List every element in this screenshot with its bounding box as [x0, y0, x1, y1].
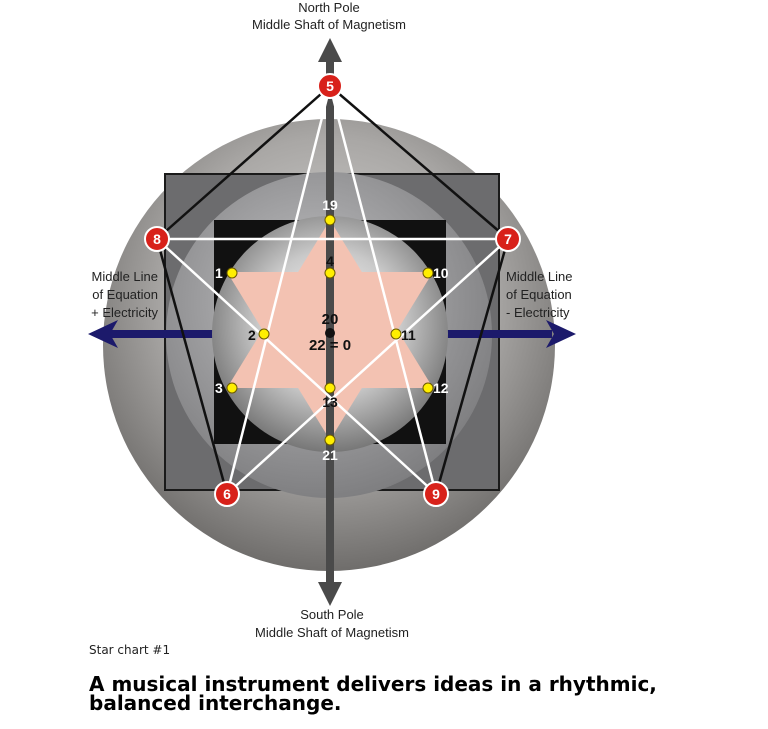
star-chart-diagram: 20 22 = 0 19 4 1 10 2 11 3 12 13 21 5 7 … — [88, 0, 576, 640]
yellow-node-1 — [226, 267, 238, 279]
north-shaft-label: Middle Shaft of Magnetism — [252, 17, 406, 32]
left-equation-label-3: + Electricity — [91, 305, 158, 320]
red-node-8: 8 — [144, 226, 170, 252]
label-1: 1 — [215, 265, 223, 281]
red-node-6: 6 — [214, 481, 240, 507]
yellow-node-19 — [324, 214, 336, 226]
label-19: 19 — [322, 197, 338, 213]
right-arrow — [444, 320, 576, 348]
yellow-node-12 — [422, 382, 434, 394]
svg-text:8: 8 — [153, 231, 161, 247]
right-equation-label-3: - Electricity — [506, 305, 570, 320]
center-label-20: 20 — [322, 311, 339, 328]
left-arrow — [88, 320, 218, 348]
label-4: 4 — [326, 253, 334, 269]
label-13: 13 — [322, 394, 338, 410]
label-3: 3 — [215, 380, 223, 396]
left-equation-label-1: Middle Line — [92, 269, 159, 284]
red-node-7: 7 — [495, 226, 521, 252]
headline-text: A musical instrument delivers ideas in a… — [89, 672, 657, 715]
white-star-lines — [156, 85, 509, 495]
yellow-node-11 — [390, 328, 402, 340]
yellow-node-3 — [226, 382, 238, 394]
figure-caption: Star chart #1 — [89, 643, 171, 657]
svg-text:9: 9 — [432, 486, 440, 502]
yellow-node-21 — [324, 434, 336, 446]
north-pole-label: North Pole — [298, 0, 359, 15]
svg-text:6: 6 — [223, 486, 231, 502]
label-21: 21 — [322, 447, 338, 463]
red-points: 5 7 8 6 9 — [144, 73, 521, 507]
label-2: 2 — [248, 327, 256, 343]
left-equation-label-2: of Equation — [92, 287, 158, 302]
label-12: 12 — [433, 380, 449, 396]
red-node-5: 5 — [317, 73, 343, 99]
center-dot — [325, 328, 335, 338]
red-node-9: 9 — [423, 481, 449, 507]
right-equation-label-2: of Equation — [506, 287, 572, 302]
svg-text:7: 7 — [504, 231, 512, 247]
svg-text:5: 5 — [326, 78, 334, 94]
south-shaft-label: Middle Shaft of Magnetism — [255, 625, 409, 640]
yellow-points — [226, 214, 434, 446]
south-pole-label: South Pole — [300, 607, 364, 622]
right-equation-label-1: Middle Line — [506, 269, 573, 284]
yellow-node-10 — [422, 267, 434, 279]
yellow-node-4 — [324, 267, 336, 279]
black-lines — [155, 85, 510, 495]
vertical-shaft — [318, 38, 342, 606]
label-11: 11 — [401, 327, 416, 343]
yellow-node-13 — [324, 382, 336, 394]
center-label-22: 22 = 0 — [309, 337, 351, 354]
yellow-node-2 — [258, 328, 270, 340]
label-10: 10 — [433, 265, 449, 281]
